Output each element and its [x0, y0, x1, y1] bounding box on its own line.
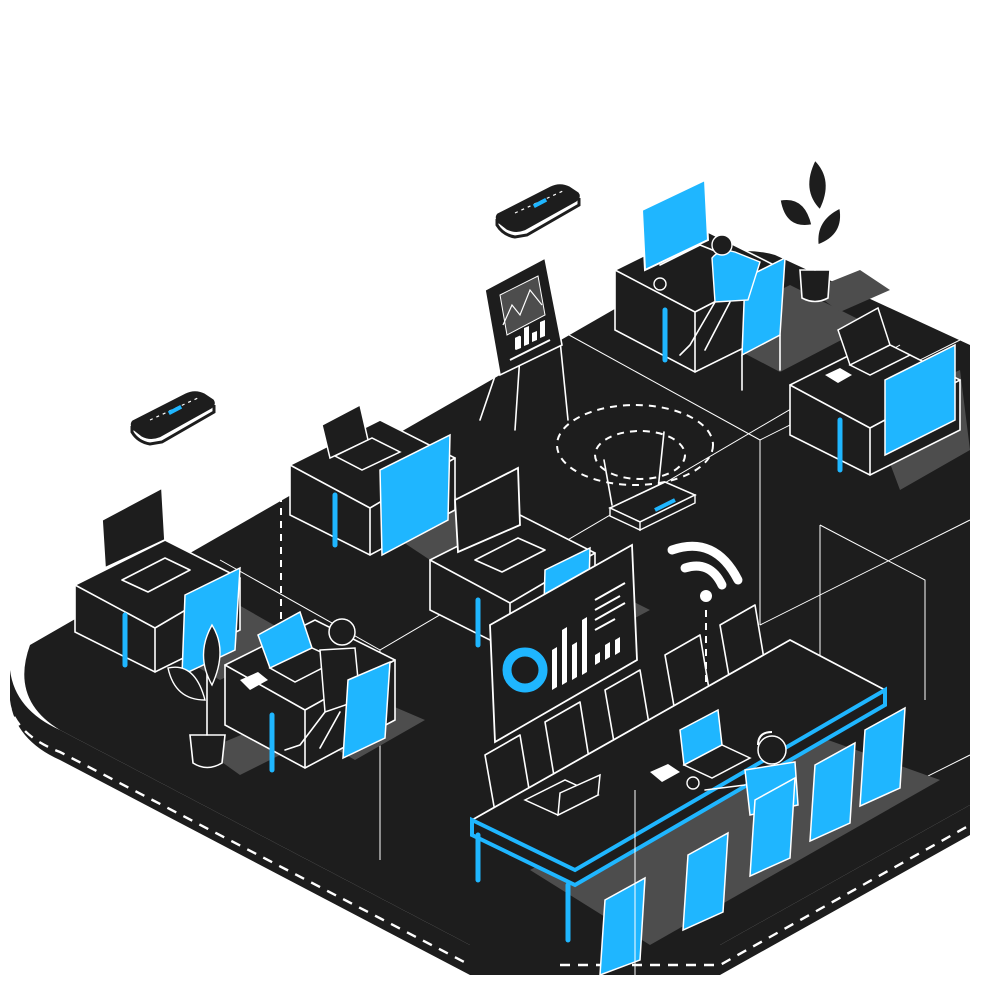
workstation-right	[789, 306, 970, 490]
workstation-top-right	[614, 178, 870, 391]
dashboard-screen-icon	[489, 543, 638, 744]
flipchart-bar-chart-icon	[479, 256, 569, 431]
ceiling-access-point-icon	[494, 182, 582, 239]
wifi-router-icon	[556, 404, 714, 532]
meeting-table	[470, 604, 940, 977]
ceiling-access-point-icon	[129, 389, 217, 446]
floor-dashed-edge	[6, 699, 971, 967]
workstation-left	[74, 486, 300, 680]
potted-plant-icon	[779, 158, 890, 312]
workstation-left-front	[224, 610, 425, 773]
wifi-signal-icon	[667, 541, 743, 720]
